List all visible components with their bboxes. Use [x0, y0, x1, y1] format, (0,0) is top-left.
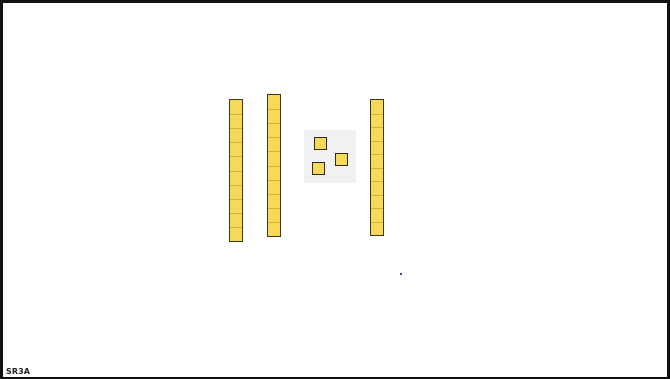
rod-unit-divider	[371, 141, 383, 142]
rod-unit-divider	[371, 195, 383, 196]
ones-panel	[304, 130, 356, 183]
rod-unit-divider	[230, 213, 242, 214]
rod-unit-divider	[268, 222, 280, 223]
rod-unit-divider	[230, 171, 242, 172]
unit-cube	[312, 162, 325, 175]
unit-cube	[314, 137, 327, 150]
rod-unit-divider	[230, 199, 242, 200]
rod-unit-divider	[371, 222, 383, 223]
tens-rod	[370, 99, 384, 236]
unit-cube	[335, 153, 348, 166]
tens-rod	[229, 99, 243, 242]
rod-unit-divider	[268, 180, 280, 181]
rod-unit-divider	[268, 109, 280, 110]
rod-unit-divider	[371, 127, 383, 128]
rod-unit-divider	[230, 128, 242, 129]
rod-unit-divider	[371, 154, 383, 155]
rod-unit-divider	[230, 142, 242, 143]
rod-unit-divider	[268, 208, 280, 209]
rod-unit-divider	[230, 114, 242, 115]
page-code-label: SR3A	[6, 367, 30, 376]
rod-unit-divider	[371, 181, 383, 182]
rod-unit-divider	[371, 208, 383, 209]
rod-unit-divider	[268, 151, 280, 152]
rod-unit-divider	[268, 166, 280, 167]
rod-unit-divider	[268, 137, 280, 138]
rod-unit-divider	[268, 123, 280, 124]
rod-unit-divider	[371, 168, 383, 169]
tens-rod	[267, 94, 281, 237]
rod-unit-divider	[268, 194, 280, 195]
rod-unit-divider	[230, 227, 242, 228]
stray-mark	[400, 273, 402, 275]
rod-unit-divider	[230, 185, 242, 186]
rod-unit-divider	[230, 156, 242, 157]
rod-unit-divider	[371, 114, 383, 115]
